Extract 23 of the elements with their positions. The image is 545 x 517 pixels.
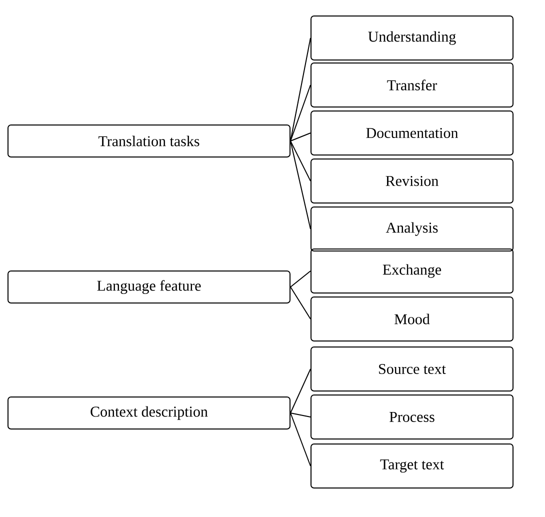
item-box: Source text: [310, 346, 514, 392]
item-box: Mood: [310, 296, 514, 342]
item-box: Documentation: [310, 110, 514, 156]
connector-line: [290, 38, 311, 142]
item-box: Process: [310, 394, 514, 440]
connector-line: [290, 412, 311, 418]
item-box: Transfer: [310, 62, 514, 108]
connector-line: [290, 132, 311, 142]
connector-line: [290, 84, 311, 142]
item-box: Analysis: [310, 206, 514, 252]
category-box: Language feature: [8, 270, 290, 304]
category-box: Translation tasks: [8, 124, 290, 158]
item-box: Understanding: [310, 16, 514, 60]
connector-line: [290, 368, 311, 414]
connector-line: [290, 412, 311, 466]
connector-line: [290, 270, 311, 288]
item-box: Revision: [310, 158, 514, 204]
item-box: Target text: [310, 444, 514, 488]
connector-line: [290, 140, 311, 230]
item-box: Exchange: [310, 248, 514, 294]
category-box: Context description: [8, 396, 290, 430]
connector-line: [290, 286, 311, 320]
connector-line: [290, 140, 311, 182]
